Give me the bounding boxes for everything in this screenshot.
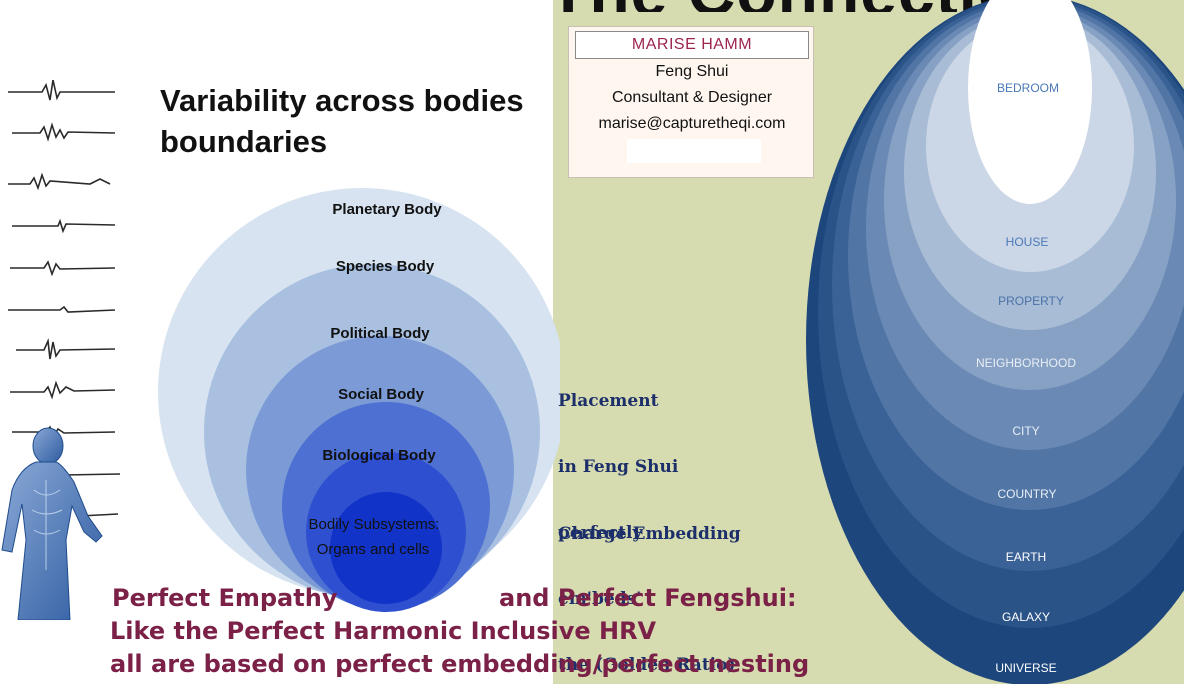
top-title: The Connection [548, 0, 1184, 12]
slide-title-line: Variability across bodies [160, 83, 524, 118]
nested-body-label: Species Body [336, 258, 435, 275]
placement-line: perfectly [558, 523, 643, 543]
bottom-caption-part: and Perfect Fengshui: [499, 584, 797, 612]
oval-label: HOUSE [1006, 235, 1049, 249]
human-anatomy-figure [1, 427, 103, 620]
hrv-trace [10, 380, 116, 400]
nested-bodies-diagram: Planetary Body Species Body Political Bo… [158, 188, 560, 612]
bodily-subsystems-circle [330, 492, 442, 604]
bottom-caption-part: Perfect Empathy [112, 584, 338, 612]
card-blank-field [627, 139, 761, 163]
hrv-trace [8, 305, 116, 313]
hrv-trace [10, 260, 116, 277]
hrv-trace [16, 337, 116, 360]
oval-label: NEIGHBORHOOD [976, 356, 1076, 370]
hrv-trace [12, 122, 116, 142]
hrv-trace [8, 172, 111, 191]
card-name: MARISE HAMM [575, 31, 809, 59]
placement-line: in Feng Shui [558, 457, 679, 477]
oval-label: UNIVERSE [995, 661, 1056, 675]
oval-label: GALAXY [1002, 610, 1050, 624]
nested-body-label: Planetary Body [332, 201, 442, 218]
nested-body-label: Biological Body [322, 447, 436, 464]
placement-line: the (Golden Ratio) [558, 655, 736, 675]
oval-label: CITY [1012, 424, 1039, 438]
nested-ovals-diagram: BEDROOM HOUSE PROPERTY NEIGHBORHOOD CITY… [806, 0, 1184, 684]
oval-label: COUNTRY [997, 487, 1056, 501]
hrv-trace [8, 80, 115, 101]
business-card: MARISE HAMM Feng Shui Consultant & Desig… [568, 26, 814, 178]
oval-label: BEDROOM [997, 81, 1059, 95]
card-line: Feng Shui [655, 63, 729, 80]
nested-body-label: Social Body [338, 386, 425, 403]
nested-body-label: Bodily Subsystems: [309, 516, 440, 533]
card-line: Consultant & Designer [611, 89, 773, 106]
bedroom-oval [968, 0, 1092, 204]
placement-line: em'beds' [558, 589, 642, 609]
nested-body-label: Political Body [330, 325, 430, 342]
card-email: marise@capturetheqi.com [598, 115, 786, 132]
bottom-caption-line: all are based on perfect embedding/perfe… [110, 650, 810, 678]
oval-label: PROPERTY [998, 294, 1064, 308]
slide-title: Variability across bodies boundaries [160, 80, 524, 162]
placement-text: Placement in Feng Shui perfectly em'beds… [558, 346, 736, 698]
oval-label: EARTH [1006, 550, 1046, 564]
slide-title-line: boundaries [160, 124, 328, 159]
nested-body-label: Organs and cells [317, 541, 430, 558]
charge-embedding-text: Charge Embedding [558, 524, 741, 544]
hrv-trace [12, 218, 116, 234]
bottom-caption-line: Like the Perfect Harmonic Inclusive HRV [110, 617, 657, 645]
placement-line: Placement [558, 391, 659, 411]
